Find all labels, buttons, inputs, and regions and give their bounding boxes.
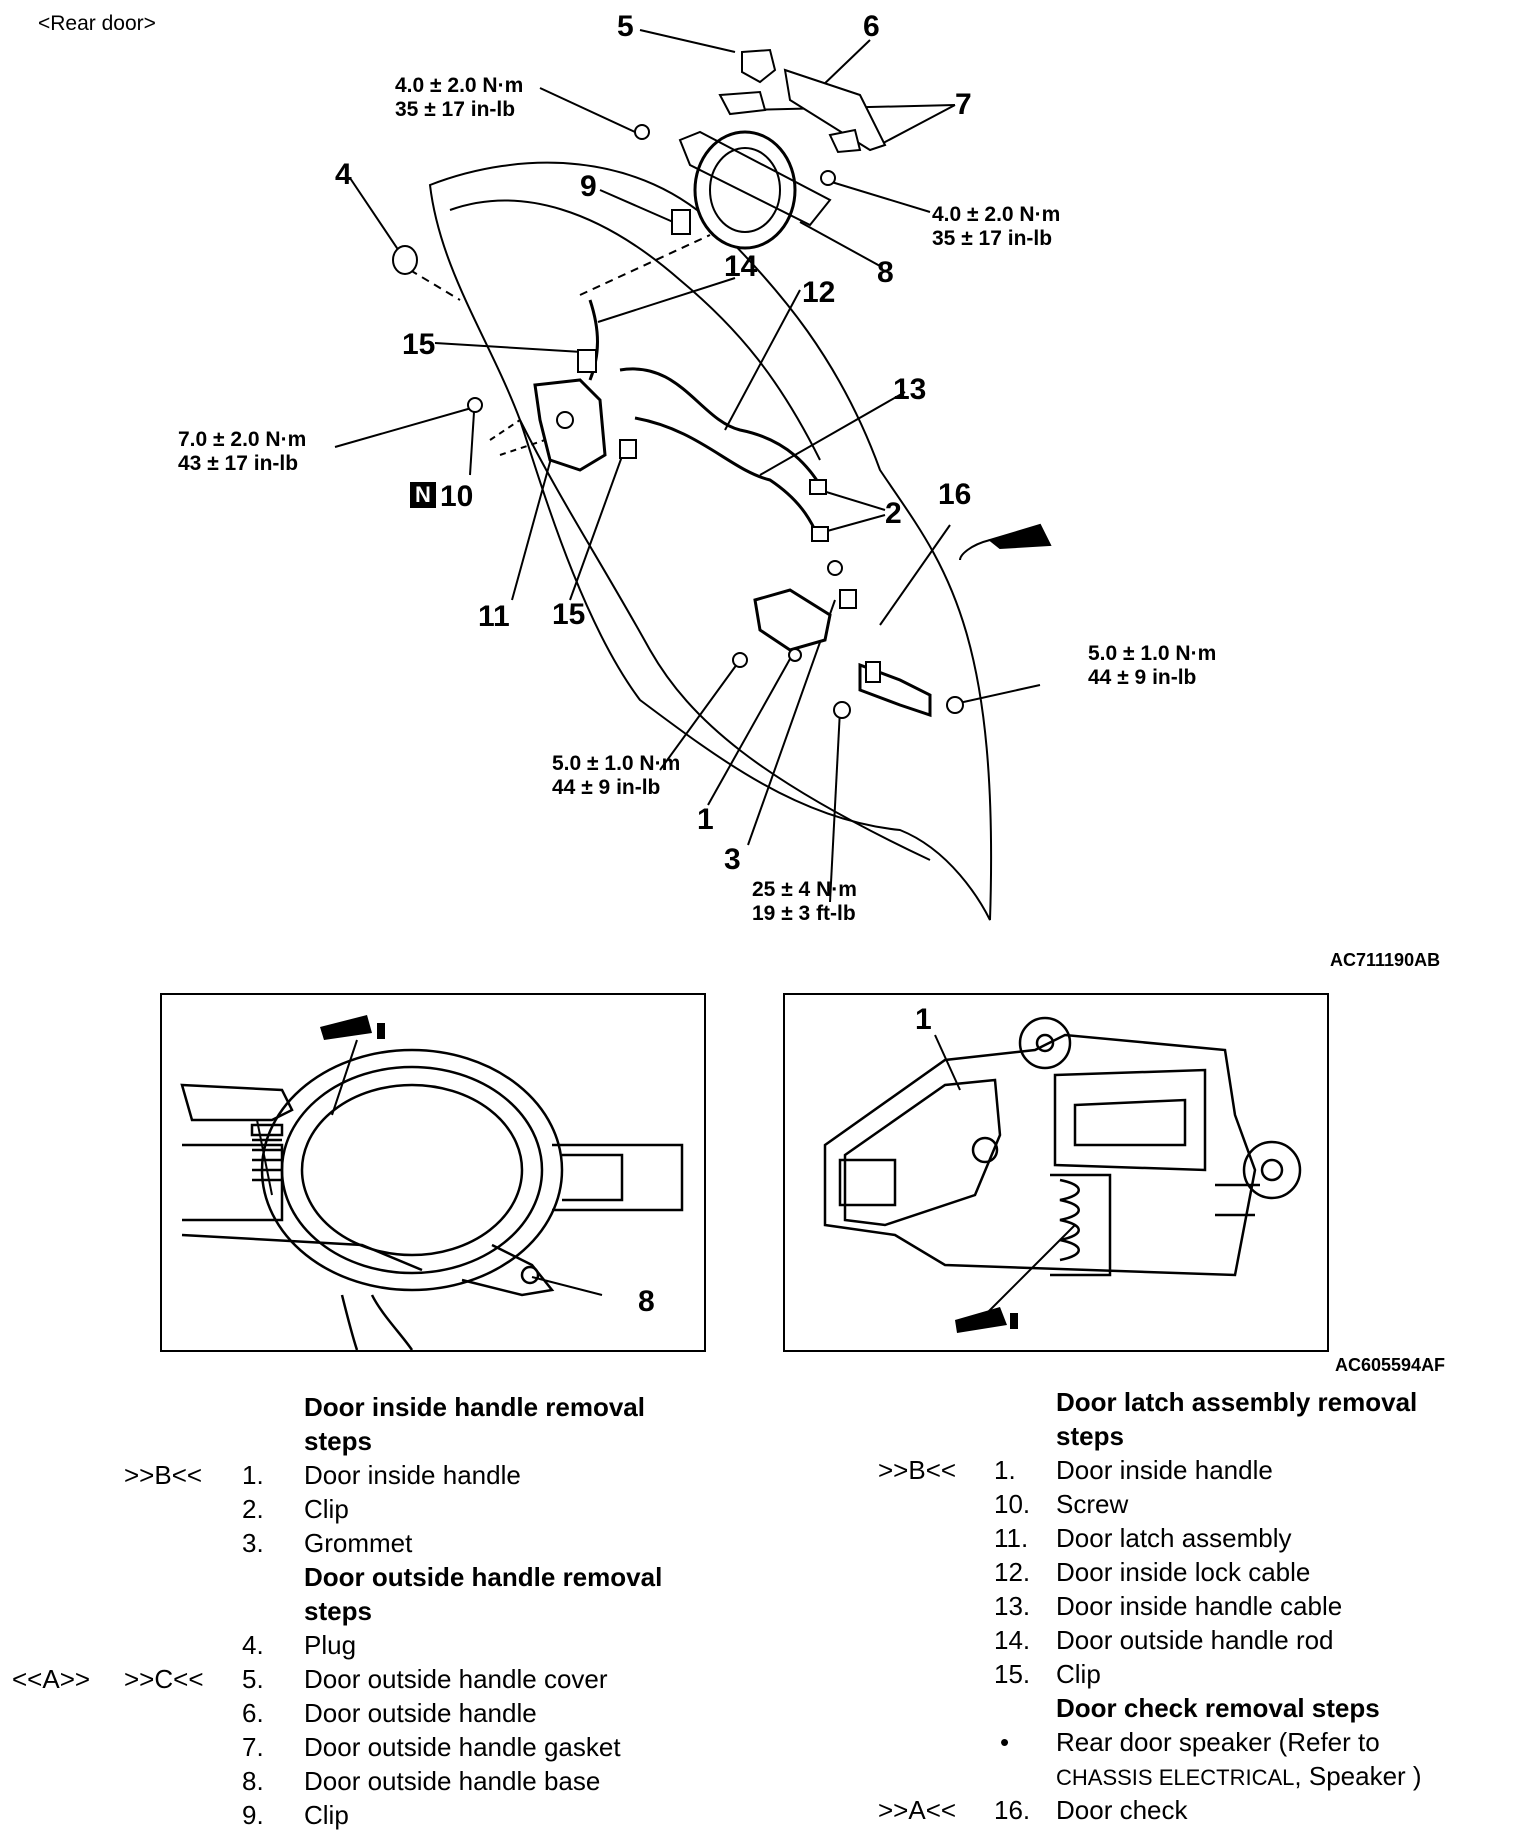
torque-inside-handle: 5.0 ± 1.0 N·m 44 ± 9 in-lb [552,752,681,799]
list-item: 7. Door outside handle gasket [242,1732,621,1762]
callout-15-bottom: 15 [552,598,586,631]
right-steps-list: Door latch assembly removal steps >>B<< … [760,1385,1520,1827]
detail-outside-handle-drawing [180,1015,684,1351]
callout-9: 9 [580,170,597,203]
detail-inside-handle: 1 [783,993,1329,1352]
torque-top-right: 4.0 ± 2.0 N·m 35 ± 17 in-lb [932,203,1061,250]
list-item: 2. Clip [242,1494,349,1524]
list-item: • Rear door speaker (Refer to [1000,1727,1380,1757]
callout-7: 7 [955,88,972,121]
group-title-inside-handle: Door inside handle removal [304,1392,645,1422]
list-item: 3. Grommet [242,1528,413,1558]
detail-right-callout-1: 1 [915,1003,932,1036]
torque-latch: 7.0 ± 2.0 N·m 43 ± 17 in-lb [178,428,307,475]
callout-3: 3 [724,843,741,876]
callout-14: 14 [724,250,758,283]
list-item: 11. Door latch assembly [994,1523,1292,1553]
callout-15-top: 15 [402,328,436,361]
new-part-mark: N [410,482,436,508]
callout-5: 5 [617,10,634,43]
torque-check-bottom: 25 ± 4 N·m 19 ± 3 ft-lb [752,878,857,925]
callout-8: 8 [877,256,894,289]
list-item: 6. Door outside handle [242,1698,537,1728]
list-item: 12. Door inside lock cable [994,1557,1311,1587]
callout-10: 10 [440,480,474,513]
callout-16: 16 [938,478,972,511]
callout-6: 6 [863,10,880,43]
main-exploded-diagram [334,29,1052,921]
detail-left-callout-8: 8 [638,1285,655,1318]
callout-4: 4 [335,158,352,191]
diagram-ref-code: AC711190AB [1330,950,1441,970]
callout-1: 1 [697,803,714,836]
list-item: 10. Screw [994,1489,1129,1519]
detail-inside-handle-drawing [823,1016,1302,1333]
left-steps-list: Door inside handle removal steps >>B<< 1… [12,1390,732,1832]
list-item: <<A>> >>C<< 5. Door outside handle cover [12,1664,608,1694]
chassis-electrical-link[interactable]: CHASSIS ELECTRICAL [1056,1765,1295,1790]
torque-check-right: 5.0 ± 1.0 N·m 44 ± 9 in-lb [1088,642,1217,689]
list-item: >>B<< 1. Door inside handle [878,1455,1273,1485]
callout-2: 2 [885,497,902,530]
group-title-latch-assembly: Door latch assembly removal [1056,1387,1418,1417]
list-item: 8. Door outside handle base [242,1766,601,1796]
list-item: 13. Door inside handle cable [994,1591,1343,1621]
group-title-door-check: Door check removal steps [1056,1693,1380,1723]
callout-11: 11 [478,600,510,633]
list-item: >>A<< 16. Door check [878,1795,1188,1825]
list-item: 15. Clip [994,1659,1101,1689]
group-title-outside-handle: Door outside handle removal [304,1562,663,1592]
list-item-continuation: CHASSIS ELECTRICAL, Speaker ) [1056,1761,1422,1791]
torque-top-left: 4.0 ± 2.0 N·m 35 ± 17 in-lb [395,74,524,121]
detail-outside-handle-base: 8 [160,993,706,1352]
callout-12: 12 [802,276,836,309]
list-item: 14. Door outside handle rod [994,1625,1334,1655]
list-item: 9. Clip [242,1800,349,1830]
list-item: >>B<< 1. Door inside handle [124,1460,521,1490]
callout-13: 13 [893,373,927,406]
section-label: <Rear door> [38,12,156,35]
detail-ref-code: AC605594AF [1335,1355,1446,1375]
list-item: 4. Plug [242,1630,357,1660]
